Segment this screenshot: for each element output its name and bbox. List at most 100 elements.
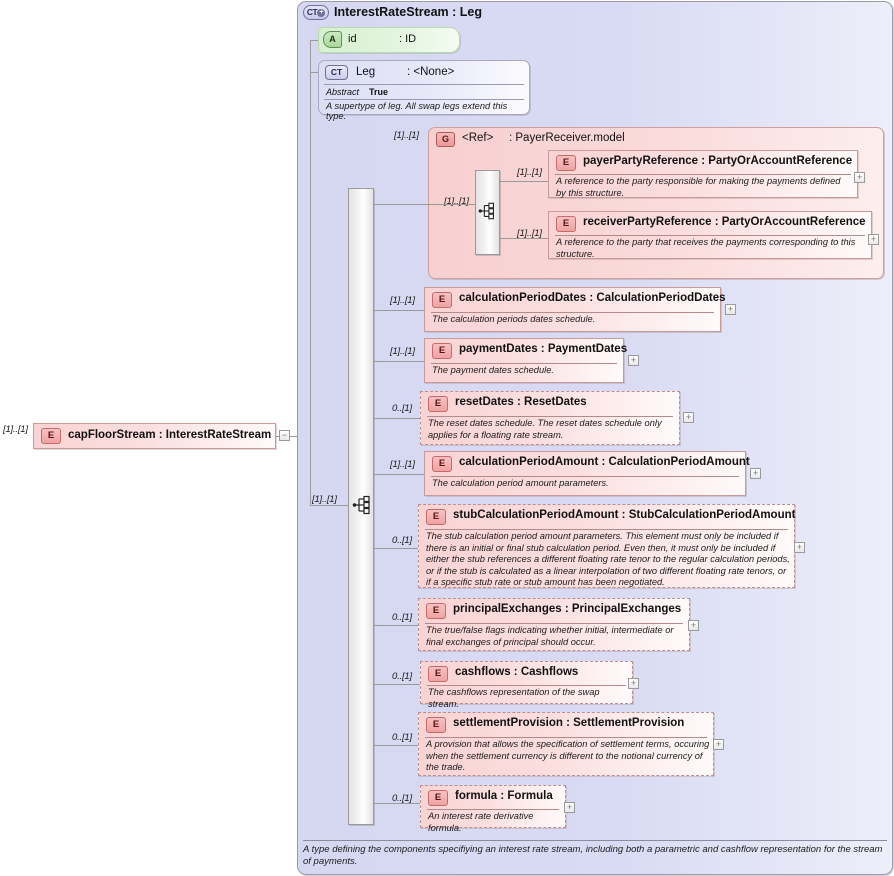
element-title: settlementProvision : SettlementProvisio…	[453, 717, 685, 729]
element-capfloorstream[interactable]: E capFloorStream : InterestRateStream	[33, 423, 276, 449]
connector-line	[374, 625, 418, 626]
group-icon: G	[436, 132, 455, 147]
element-settlementprovision[interactable]: E settlementProvision : SettlementProvis…	[418, 712, 714, 776]
element-cardinality: 0..[1]	[392, 612, 412, 623]
complextype-icon[interactable]: CT+	[303, 5, 329, 20]
complextype-footer-description: A type defining the components specifiyi…	[303, 840, 887, 870]
connector-line	[374, 745, 418, 746]
element-description: The payment dates schedule.	[432, 365, 554, 375]
element-principalexchanges[interactable]: E principalExchanges : PrincipalExchange…	[418, 598, 690, 651]
connector-line	[276, 436, 280, 437]
basetype-description: A supertype of leg. All swap legs extend…	[326, 101, 508, 121]
element-icon: E	[432, 292, 452, 308]
element-title: cashflows : Cashflows	[455, 666, 579, 678]
divider	[431, 363, 617, 364]
element-title: principalExchanges : PrincipalExchanges	[453, 603, 682, 615]
expand-toggle-cashflows[interactable]: +	[628, 678, 639, 689]
element-calculationperioddates[interactable]: E calculationPeriodDates : CalculationPe…	[424, 287, 726, 332]
basetype-name: Leg	[356, 66, 376, 78]
element-stubcalculationperiodamount[interactable]: E stubCalculationPeriodAmount : StubCalc…	[418, 504, 795, 588]
element-title: resetDates : ResetDates	[455, 396, 587, 408]
element-title: receiverPartyReference : PartyOrAccountR…	[583, 216, 866, 228]
element-icon: E	[556, 155, 576, 171]
connector-line	[374, 684, 422, 685]
expand-toggle-stubcalculationperiodamount[interactable]: +	[794, 542, 805, 553]
element-icon: E	[428, 666, 448, 682]
element-icon: E	[556, 216, 576, 232]
element-formula[interactable]: E formula : Formula An interest rate der…	[420, 785, 566, 833]
element-description: The calculation periods dates schedule.	[432, 314, 596, 324]
sequence-compositor-bar-group[interactable]	[475, 170, 500, 255]
element-cardinality: 0..[1]	[392, 403, 412, 414]
attribute-name: id	[348, 33, 357, 45]
connector-line	[374, 418, 420, 419]
basetype-property-key: Abstract	[326, 87, 360, 97]
element-icon: E	[432, 456, 452, 472]
connector-line	[310, 40, 311, 505]
divider	[431, 312, 714, 313]
element-title: stubCalculationPeriodAmount : StubCalcul…	[453, 509, 796, 521]
expand-toggle-settlementprovision[interactable]: +	[713, 739, 724, 750]
element-cardinality: 0..[1]	[392, 732, 412, 743]
element-cardinality: 0..[1]	[392, 535, 412, 546]
element-icon: E	[426, 717, 446, 733]
divider	[425, 737, 707, 738]
element-resetdates[interactable]: E resetDates : ResetDates The reset date…	[420, 391, 680, 445]
divider	[324, 84, 524, 85]
element-description: The calculation period amount parameters…	[432, 478, 609, 488]
element-cashflows[interactable]: E cashflows : Cashflows The cashflows re…	[420, 661, 633, 709]
expand-toggle-principalexchanges[interactable]: +	[688, 620, 699, 631]
element-title: paymentDates : PaymentDates	[459, 343, 628, 355]
group-ref-cardinality: [1]..[1]	[394, 130, 419, 141]
element-icon: E	[41, 428, 61, 444]
sequence-icon	[352, 494, 374, 521]
element-description: The true/false flags indicating whether …	[426, 625, 674, 647]
element-title: formula : Formula	[455, 790, 553, 802]
element-icon: E	[428, 790, 448, 806]
element-paymentdates[interactable]: E paymentDates : PaymentDates The paymen…	[424, 338, 628, 383]
connector-line	[374, 361, 424, 362]
element-calculationperiodamount[interactable]: E calculationPeriodAmount : CalculationP…	[424, 451, 750, 496]
element-description: An interest rate derivative formula.	[428, 811, 534, 833]
expand-toggle-resetdates[interactable]: +	[683, 412, 694, 423]
element-icon: E	[428, 396, 448, 412]
complextype-title: InterestRateStream : Leg	[334, 5, 482, 19]
expand-toggle-paymentdates[interactable]: +	[628, 355, 639, 366]
collapse-toggle-capfloorstream[interactable]: −	[279, 430, 290, 441]
sequence-compositor-bar[interactable]	[348, 188, 374, 825]
element-payerpartyreference[interactable]: E payerPartyReference : PartyOrAccountRe…	[548, 150, 858, 198]
attribute-id[interactable]: A id : ID	[318, 27, 460, 53]
group-ref-name: <Ref>	[462, 132, 494, 144]
element-title: calculationPeriodAmount : CalculationPer…	[459, 456, 750, 468]
connector-line	[500, 181, 548, 182]
connector-line	[374, 204, 428, 205]
basetype-leg[interactable]: CT Leg : <None> Abstract True A supertyp…	[318, 60, 530, 121]
element-title: calculationPeriodDates : CalculationPeri…	[459, 292, 726, 304]
expand-toggle-formula[interactable]: +	[564, 802, 575, 813]
divider	[425, 623, 683, 624]
divider	[427, 416, 673, 417]
element-receiverpartyreference[interactable]: E receiverPartyReference : PartyOrAccoun…	[548, 211, 872, 259]
connector-line	[500, 238, 548, 239]
connector-line	[310, 72, 319, 73]
basetype-type: : <None>	[407, 66, 455, 78]
element-title: capFloorStream : InterestRateStream	[68, 429, 272, 441]
expand-toggle-calculationperioddates[interactable]: +	[725, 304, 736, 315]
expand-toggle-payerpartyreference[interactable]: +	[854, 172, 865, 183]
connector-line	[310, 40, 319, 41]
connector-line	[290, 436, 298, 437]
element-description: A reference to the party that receives t…	[556, 237, 856, 259]
element-description: The reset dates schedule. The reset date…	[428, 418, 662, 440]
divider	[555, 174, 851, 175]
element-description: The cashflows representation of the swap…	[428, 687, 600, 709]
divider	[431, 476, 739, 477]
sequence-icon-group	[478, 201, 498, 226]
element-title: payerPartyReference : PartyOrAccountRefe…	[583, 155, 853, 167]
element-icon: E	[426, 509, 446, 525]
element-cardinality: 0..[1]	[392, 671, 412, 682]
connector-line	[374, 310, 424, 311]
connector-line	[374, 548, 418, 549]
connector-line	[310, 505, 352, 506]
expand-toggle-receiverpartyreference[interactable]: +	[868, 234, 879, 245]
expand-toggle-calculationperiodamount[interactable]: +	[750, 468, 761, 479]
